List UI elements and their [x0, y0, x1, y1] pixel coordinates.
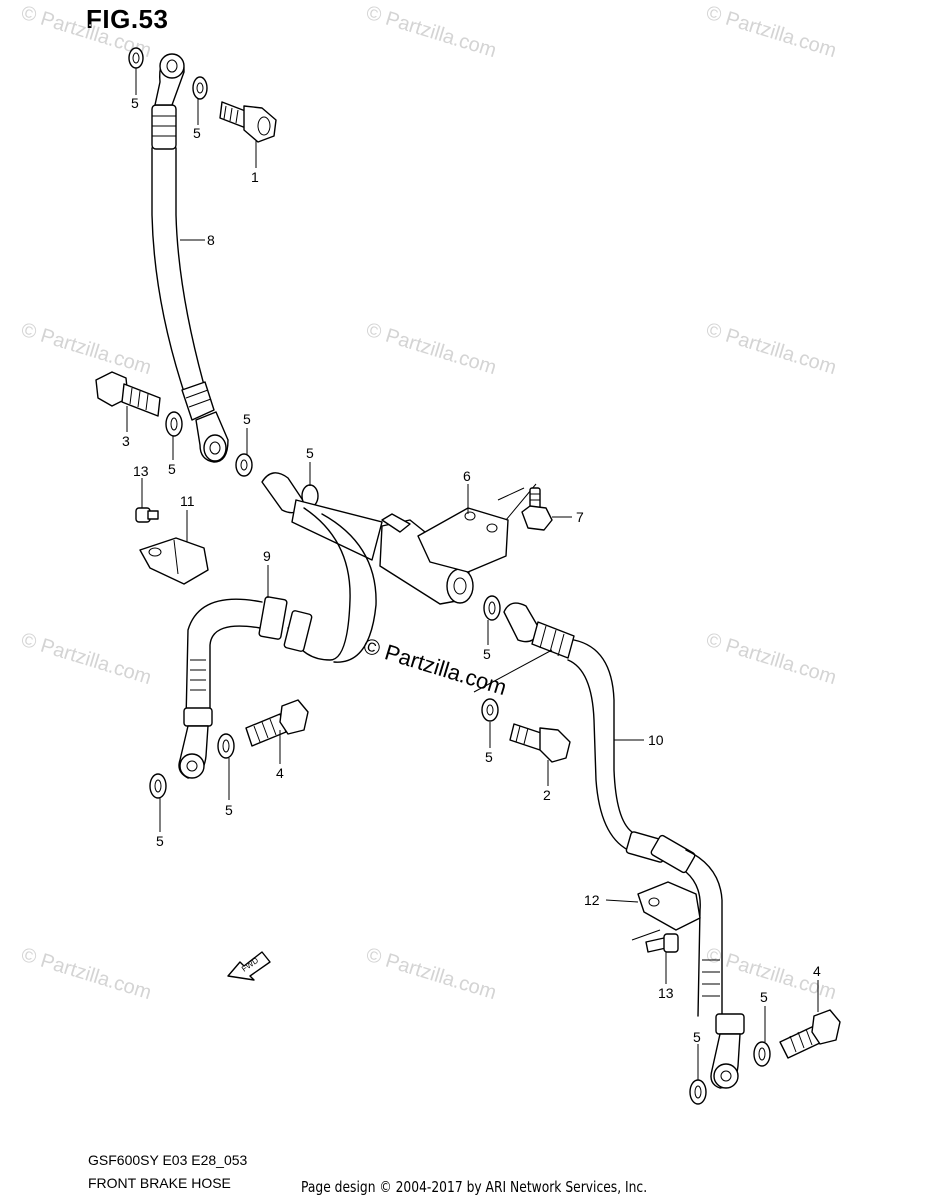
brake-hose-upper[interactable]	[151, 53, 229, 463]
union-bolt[interactable]	[509, 723, 571, 763]
callout-8: 8	[207, 232, 215, 248]
callout-6: 6	[463, 468, 471, 484]
callout-7: 7	[576, 509, 584, 525]
page-credit: Page design © 2004-2017 by ARI Network S…	[301, 1178, 648, 1196]
callout-13: 13	[133, 463, 149, 479]
callout-11: 11	[180, 493, 195, 509]
callout-5: 5	[225, 802, 233, 818]
callout-5: 5	[168, 461, 176, 477]
washer[interactable]	[165, 411, 183, 437]
callout-5: 5	[306, 445, 314, 461]
washer[interactable]	[753, 1041, 771, 1067]
watermark: © Partzilla.com	[19, 319, 154, 379]
callout-5: 5	[156, 833, 164, 849]
washer[interactable]	[689, 1079, 707, 1105]
watermark: © Partzilla.com	[364, 944, 499, 1004]
washer[interactable]	[149, 773, 167, 799]
washer[interactable]	[483, 595, 501, 621]
leader-lines	[126, 68, 819, 1080]
brake-hose-right[interactable]	[531, 621, 745, 1089]
callout-12: 12	[584, 892, 600, 908]
callout-4: 4	[276, 765, 284, 781]
callout-5: 5	[485, 749, 493, 765]
callout-13: 13	[658, 985, 674, 1001]
brake-hose-left[interactable]	[178, 507, 377, 779]
callout-2: 2	[543, 787, 551, 803]
watermark: © Partzilla.com	[364, 319, 499, 379]
watermark: © Partzilla.com	[704, 319, 839, 379]
callout-5: 5	[760, 989, 768, 1005]
hose-clamp[interactable]	[637, 881, 701, 931]
callout-5: 5	[483, 646, 491, 662]
watermark: © Partzilla.com	[19, 629, 154, 689]
callout-1: 1	[251, 169, 259, 185]
watermark: © Partzilla.com	[19, 944, 154, 1004]
union-bolt[interactable]	[245, 699, 309, 747]
forward-arrow-icon: FWD	[227, 951, 271, 981]
clamp-bolt[interactable]	[645, 933, 679, 953]
figure-caption: FRONT BRAKE HOSE	[88, 1175, 231, 1191]
callout-4: 4	[813, 963, 821, 979]
watermark-center: © Partzilla.com	[361, 633, 510, 700]
callout-3: 3	[122, 433, 130, 449]
callout-9: 9	[263, 548, 271, 564]
three-way-joint[interactable]	[261, 472, 509, 605]
watermark: © Partzilla.com	[704, 629, 839, 689]
union-bolt[interactable]	[219, 101, 277, 143]
union-bolt[interactable]	[779, 1009, 841, 1059]
callout-10: 10	[648, 732, 664, 748]
washer[interactable]	[481, 698, 499, 722]
washer[interactable]	[217, 733, 235, 759]
callout-5: 5	[243, 411, 251, 427]
clamp-bolt[interactable]	[135, 507, 159, 523]
washer[interactable]	[192, 76, 208, 100]
model-code: GSF600SY E03 E28_053	[88, 1152, 248, 1168]
washer[interactable]	[128, 47, 144, 69]
union-bolt[interactable]	[95, 371, 161, 417]
callout-numbers: 5 5 1 8 3 5 5 5 13 11 9 6 7 5 5 2 10 4 5…	[122, 95, 821, 1045]
watermark: © Partzilla.com	[704, 2, 839, 62]
washer[interactable]	[235, 453, 253, 477]
watermark: © Partzilla.com	[364, 2, 499, 62]
callout-5: 5	[131, 95, 139, 111]
figure-title: FIG.53	[86, 4, 169, 34]
hose-clamp[interactable]	[139, 537, 209, 585]
callout-5: 5	[693, 1029, 701, 1045]
callout-5: 5	[193, 125, 201, 141]
mounting-bolt[interactable]	[521, 487, 553, 531]
